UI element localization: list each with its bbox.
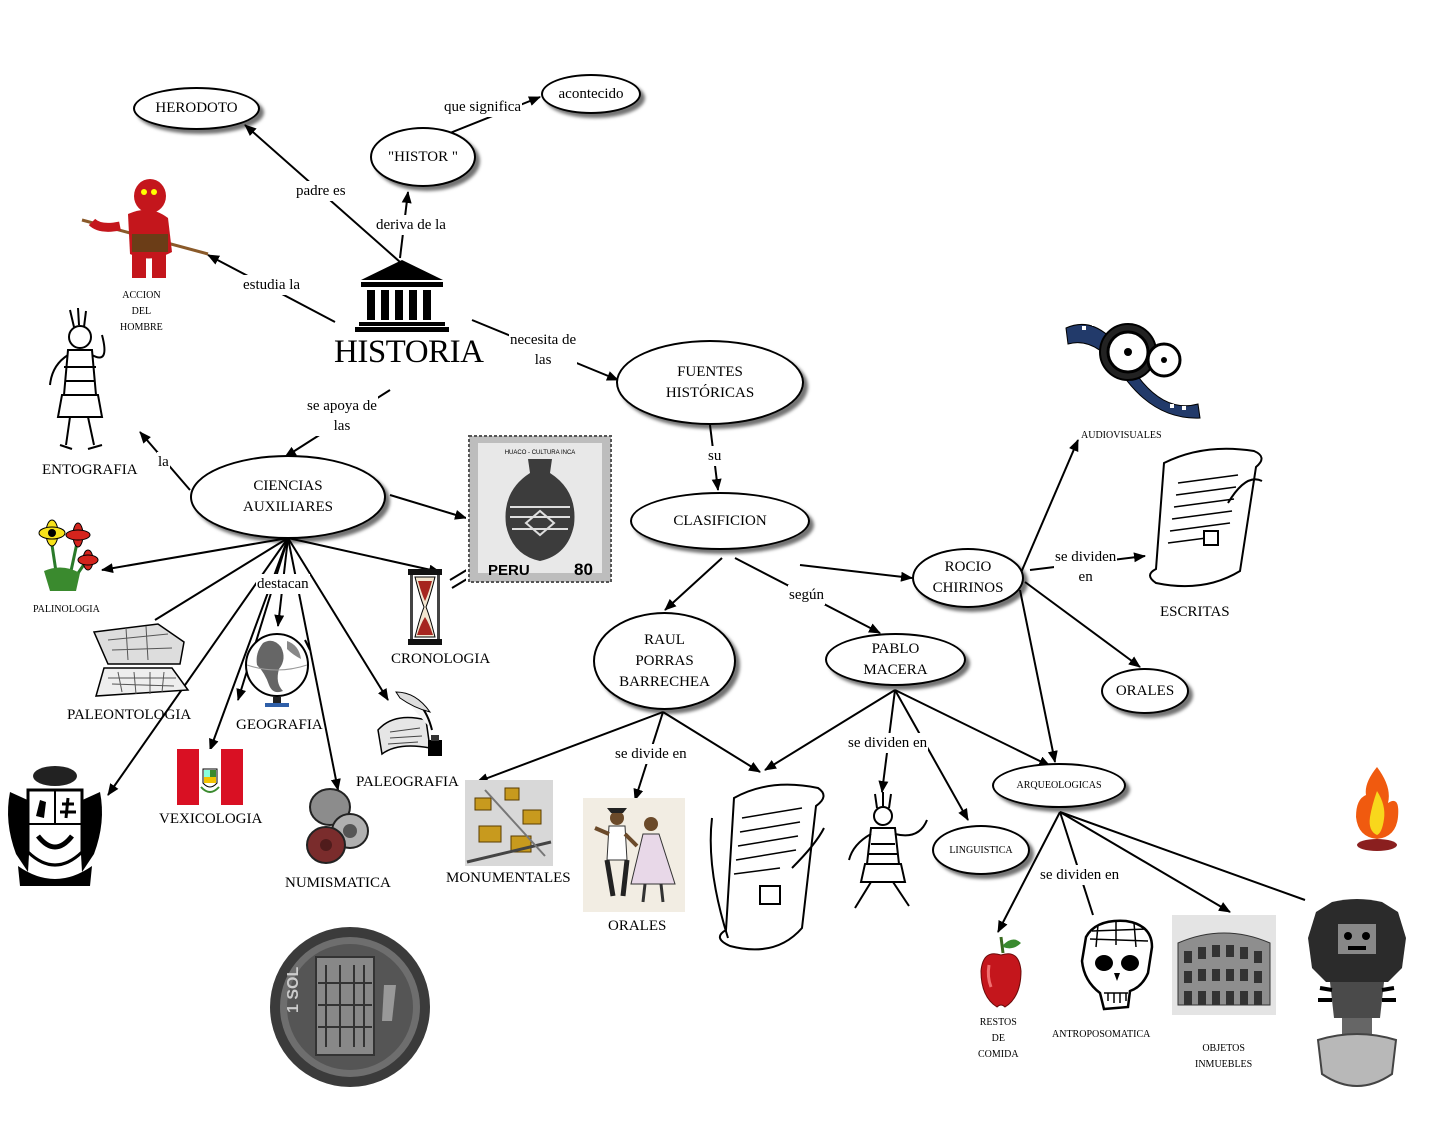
manuscript-scroll-icon [709,783,825,951]
coins-icon [306,788,369,864]
stamp-country: PERU [488,562,530,579]
node-pablo-macera: PABLO MACERA [825,633,966,686]
caption-paleografia: PALEOGRAFIA [356,774,459,790]
caption-accion-del-hombre: ACCION DEL HOMBRE [120,290,163,333]
caption-cronologia: CRONOLOGIA [391,651,491,667]
apple-icon [980,936,1022,1008]
link-label-se-dividen-arq: se dividen en [1039,865,1121,885]
node-clasificion: CLASIFICION [630,492,810,550]
link-label-segun: según [788,585,825,605]
caption-restos-de-comida: RESTOS DE COMIDA [978,1017,1019,1060]
native-dancer-icon [49,307,106,450]
museum-icon [355,260,449,332]
link-label-se-apoya: se apoya de las [306,396,378,436]
node-ciencias-auxiliares: CIENCIAS AUXILIARES [190,455,386,539]
node-rocio-chirinos: ROCIO CHIRINOS [912,548,1024,608]
caption-audiovisuales: AUDIOVISUALES [1081,430,1162,441]
node-acontecido: acontecido [541,74,641,114]
link-label-necesita: necesita de las [509,330,578,370]
caption-orales-raul: ORALES [608,918,667,934]
stamp-header: HUACO - CULTURA INCA [505,450,576,456]
central-title: HISTORIA [334,334,484,370]
dancers-icon [583,798,685,912]
link-label-deriva: deriva de la [375,215,447,235]
colosseum-icon [1172,915,1276,1015]
caption-escritas: ESCRITAS [1160,604,1230,620]
sol-coin-icon: 1 SOL [270,927,430,1087]
stamp-value: 80 [574,560,593,579]
stamp-icon: HUACO - CULTURA INCA PERU 80 [466,433,614,585]
link-label-se-dividen-pablo: se dividen en [847,733,929,753]
tumi-icon [1308,899,1406,1087]
skull-icon [1080,919,1154,1011]
coat-of-arms-icon [8,766,102,886]
caption-geografia: GEOGRAFIA [236,717,323,733]
scroll-icon [1149,447,1263,588]
link-label-se-divide-raul: se divide en [614,744,688,764]
caption-monumentales: MONUMENTALES [446,870,571,886]
node-herodoto: HERODOTO [133,87,260,130]
peru-flag-icon [177,749,243,805]
caption-antroposomatica: ANTROPOSOMATICA [1052,1029,1151,1040]
flame-icon [1356,767,1399,851]
link-label-destacan: destacan [256,574,310,594]
globe-icon [245,633,309,707]
link-label-padre-es: padre es [295,181,347,201]
coin-value: 1 SOL [285,967,302,1013]
node-orales-rocio: ORALES [1101,668,1189,714]
hourglass-icon [408,569,442,645]
link-label-estudia: estudia la [242,275,302,295]
caption-paleontologia: PALEONTOLOGIA [67,707,192,723]
caption-objetos-inmuebles: OBJETOS INMUEBLES [1195,1043,1253,1070]
caption-entografia: ENTOGRAFIA [42,462,138,478]
link-label-la: la [157,452,170,472]
link-label-se-dividen-rocio: se dividen en [1054,547,1118,587]
film-reel-icon [1065,322,1201,419]
monuments-icon [465,780,553,866]
native-figure-icon [848,792,928,909]
flowers-icon [38,519,99,591]
quill-ink-icon [377,691,442,756]
link-label-su: su [707,446,723,466]
node-linguistica: LINGUISTICA [932,825,1030,875]
fossil-icon [92,623,190,697]
node-fuentes-historicas: FUENTES HISTÓRICAS [616,340,804,425]
node-arqueologicas: ARQUEOLOGICAS [992,763,1126,808]
node-raul-porras: RAUL PORRAS BARRECHEA [593,612,736,710]
caption-palinologia: PALINOLOGIA [33,604,100,615]
caption-numismatica: NUMISMATICA [285,875,391,891]
node-histor: "HISTOR " [370,127,476,187]
caption-vexicologia: VEXICOLOGIA [159,811,263,827]
caveman-icon [81,179,209,278]
link-label-que-significa: que significa [443,97,523,117]
